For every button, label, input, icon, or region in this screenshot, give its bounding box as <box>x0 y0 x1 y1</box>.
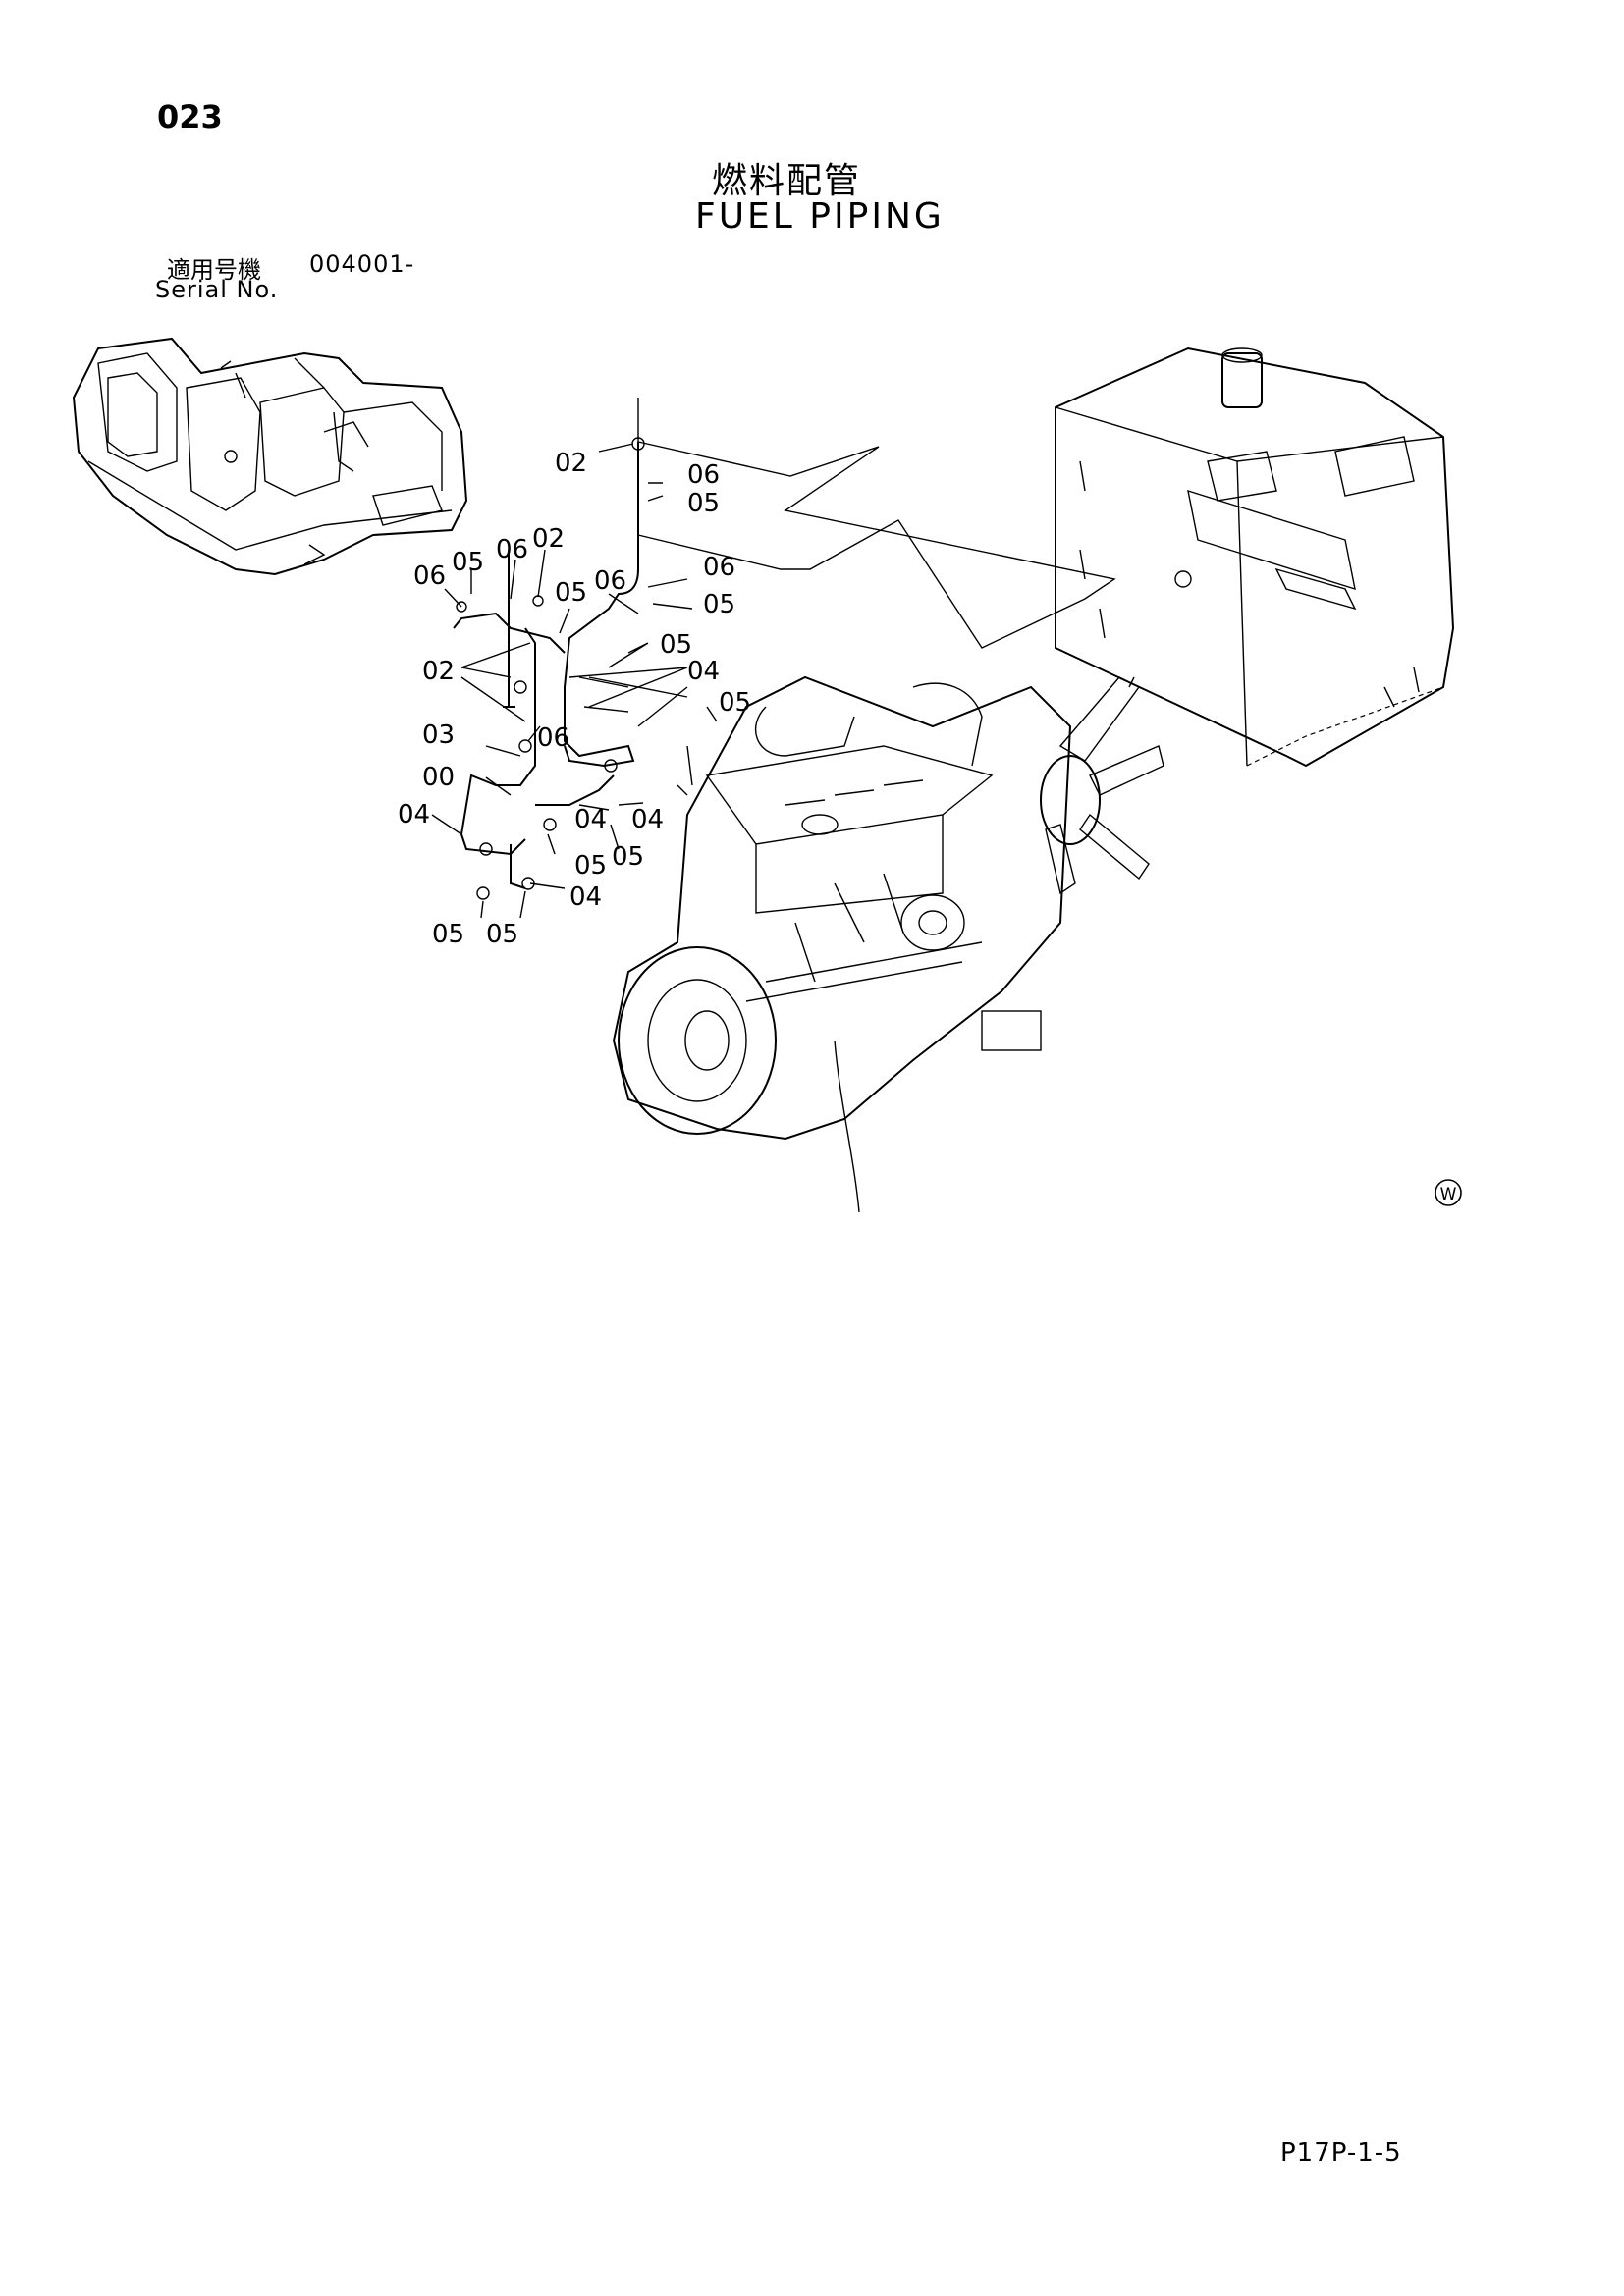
callout-label: 04 <box>569 882 602 912</box>
callout-label: 05 <box>486 920 518 949</box>
symbol-letter: W <box>1440 1185 1457 1204</box>
callout-label: 06 <box>594 566 626 596</box>
callout-label: 05 <box>687 489 720 518</box>
page-number: 023 <box>157 98 223 135</box>
leader-lines <box>431 443 718 919</box>
serial-label-english: Serial No. <box>155 276 279 303</box>
callout-label: 05 <box>612 842 644 872</box>
callout-label: 04 <box>574 805 607 834</box>
fuel-piping-assembly <box>453 437 645 900</box>
callout-label: 04 <box>398 800 430 829</box>
callout-label: 06 <box>413 561 446 591</box>
callout-label: 02 <box>532 524 565 554</box>
callout-label: 05 <box>703 590 735 619</box>
callout-label: 02 <box>555 449 587 478</box>
callout-label: 05 <box>574 851 607 881</box>
dipstick <box>834 1040 860 1213</box>
callout-label: 04 <box>687 657 720 686</box>
footer-page-code: P17P-1-5 <box>1280 2138 1402 2167</box>
callout-label: 06 <box>703 553 735 582</box>
engine-fan <box>1040 676 1164 895</box>
callout-label: 06 <box>687 460 720 490</box>
callout-labels: 02 06 05 06 05 06 02 05 06 06 05 05 04 0… <box>398 449 751 949</box>
fuel-tank <box>1055 347 1455 768</box>
callout-label: 06 <box>496 535 528 564</box>
callout-label: 05 <box>555 578 587 608</box>
callout-label: 00 <box>422 763 455 792</box>
callout-label: 05 <box>719 688 751 718</box>
title-japanese: 燃料配管 <box>712 161 862 201</box>
callout-label: 04 <box>631 805 664 834</box>
title-english: FUEL PIPING <box>695 196 945 237</box>
serial-label-japanese: 適用号機 <box>167 256 261 284</box>
callout-label: 05 <box>452 548 484 577</box>
callout-label: 06 <box>537 723 569 753</box>
callout-label: 02 <box>422 657 455 686</box>
phantom-boundary-line <box>637 398 1116 649</box>
engine <box>612 675 1164 1213</box>
callout-label: 03 <box>422 721 455 750</box>
circled-w-symbol: W <box>1435 1179 1462 1206</box>
callout-label: 05 <box>432 920 464 949</box>
excavator-overview <box>72 337 468 576</box>
serial-number-value: 004001- <box>309 250 415 278</box>
callout-label: 05 <box>660 630 692 660</box>
